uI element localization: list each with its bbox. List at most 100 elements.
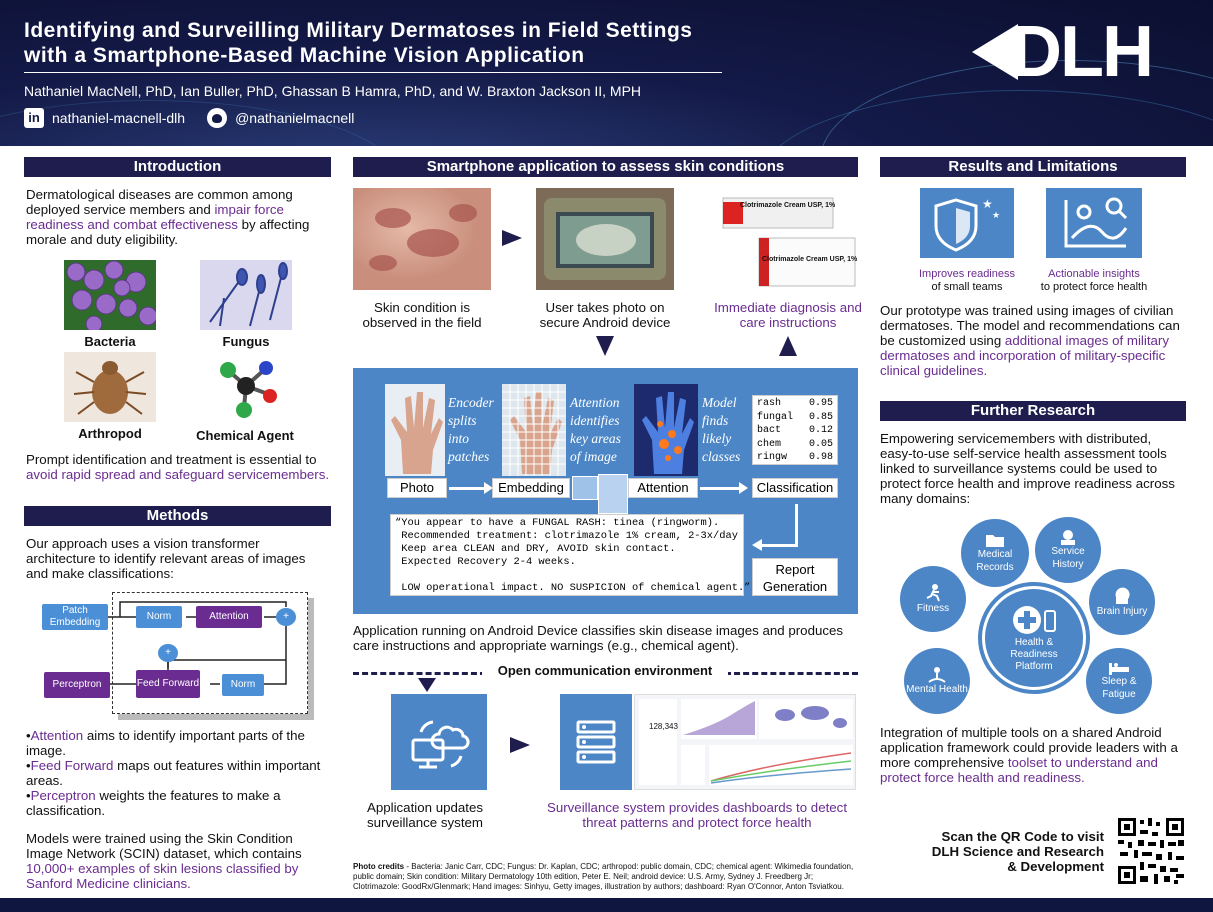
arrow-left-icon bbox=[752, 539, 762, 551]
dlh-logo: DLH bbox=[972, 12, 1196, 92]
running-caption: Application running on Android Device cl… bbox=[353, 623, 844, 653]
classification-step: Classification bbox=[752, 478, 838, 498]
attention-text: Attention identifies key areas of image bbox=[570, 395, 621, 464]
fungus-image bbox=[200, 260, 292, 330]
report-line bbox=[395, 569, 739, 582]
embedding-step: Embedding bbox=[492, 478, 570, 498]
bacteria-label: Bacteria bbox=[84, 334, 136, 349]
cream-label-1: Clotrimazole Cream USP, 1% bbox=[740, 202, 836, 209]
authors: Nathaniel MacNell, PhD, Ian Buller, PhD,… bbox=[24, 83, 642, 99]
skin-condition-image bbox=[353, 188, 491, 290]
intro-paragraph-2: Prompt identification and treatment is e… bbox=[26, 452, 330, 482]
arrow-right-icon bbox=[510, 737, 530, 753]
step-arrow-icon bbox=[700, 482, 748, 494]
node-label: Medical Records bbox=[976, 549, 1014, 573]
intro-heading: Introduction bbox=[24, 157, 331, 177]
bullet-feed-forward: •Feed Forward maps out features within i… bbox=[26, 758, 321, 788]
node-service-history: Service History bbox=[1035, 517, 1101, 583]
further-heading: Further Research bbox=[880, 401, 1186, 421]
bacteria-image bbox=[64, 260, 156, 330]
attention-step: Attention bbox=[628, 478, 698, 498]
further-paragraph-2: Integration of multiple tools on a share… bbox=[880, 725, 1178, 785]
add-node-1: + bbox=[276, 608, 296, 626]
node-sleep-fatigue: Sleep & Fatigue bbox=[1086, 648, 1152, 714]
insights-tile bbox=[1046, 188, 1142, 258]
logo-triangle-icon bbox=[972, 24, 1018, 80]
logo-text: DLH bbox=[1010, 12, 1154, 92]
node-fitness: Fitness bbox=[900, 566, 966, 632]
model-text: Model finds likely classes bbox=[702, 395, 741, 464]
soldier-icon bbox=[1061, 530, 1075, 545]
methods-paragraph-1: Our approach uses a vision transformer a… bbox=[26, 536, 306, 581]
dashboard-image: 128,343 bbox=[634, 694, 856, 790]
arrow-down-icon bbox=[418, 678, 436, 692]
caption-diagnosis: Immediate diagnosis and care instruction… bbox=[714, 300, 862, 330]
node-label: Mental Health bbox=[906, 683, 968, 695]
dashboard-graphic bbox=[639, 699, 853, 785]
report-generation-step: Report Generation bbox=[752, 558, 838, 596]
arrow-down-icon bbox=[596, 336, 614, 356]
meditation-icon bbox=[928, 666, 946, 683]
node-label: Sleep & Fatigue bbox=[1101, 676, 1137, 700]
intro-paragraph-1: Dermatological diseases are common among… bbox=[26, 187, 310, 247]
health-platform-node: Health & Readiness Platform bbox=[985, 589, 1083, 687]
qr-caption: Scan the QR Code to visit DLH Science an… bbox=[931, 829, 1104, 874]
svg-text:★: ★ bbox=[992, 211, 1000, 221]
node-label: Fitness bbox=[916, 602, 950, 614]
results-paragraph: Our prototype was trained using images o… bbox=[880, 303, 1180, 378]
embedding-patches-image bbox=[502, 384, 566, 476]
node-label: Service History bbox=[1051, 546, 1085, 570]
arrow-right-icon bbox=[502, 230, 522, 246]
poster-title: Identifying and Surveilling Military Der… bbox=[24, 19, 693, 67]
step-arrow-icon bbox=[449, 482, 493, 494]
bed-icon bbox=[1109, 663, 1129, 675]
social-links: in nathaniel-macnell-dlh @nathanielmacne… bbox=[24, 108, 354, 128]
readiness-tile: ★ ★ bbox=[920, 188, 1014, 258]
node-mental-health: Mental Health bbox=[904, 648, 970, 714]
stack-block bbox=[572, 476, 598, 500]
center-heading: Smartphone application to assess skin co… bbox=[353, 157, 858, 177]
chemical-agent-image bbox=[220, 361, 277, 418]
linkedin-handle[interactable]: nathaniel-macnell-dlh bbox=[52, 110, 186, 126]
folder-icon bbox=[986, 535, 1004, 547]
norm-box-1: Norm bbox=[136, 606, 182, 628]
android-device-image bbox=[536, 188, 674, 290]
health-platform-label: Health & Readiness Platform bbox=[1010, 637, 1058, 672]
stack-block bbox=[598, 474, 628, 514]
caption-dashboards: Surveillance system provides dashboards … bbox=[546, 800, 848, 830]
medical-phone-icon bbox=[1013, 606, 1056, 634]
cream-label-2: Clotrimazole Cream USP, 1% bbox=[762, 256, 858, 263]
node-medical-records: Medical Records bbox=[961, 519, 1029, 587]
feed-forward-box: Feed Forward bbox=[136, 670, 200, 698]
report-line: “You appear to have a FUNGAL RASH: tinea… bbox=[395, 517, 720, 529]
report-connector bbox=[795, 504, 798, 546]
caption-skin: Skin condition is observed in the field bbox=[362, 300, 482, 330]
attention-map-image bbox=[634, 384, 698, 476]
bullet-perceptron: •Perceptron weights the features to make… bbox=[26, 788, 281, 818]
github-handle[interactable]: @nathanielmacnell bbox=[235, 110, 355, 126]
svg-text:★: ★ bbox=[982, 197, 993, 211]
arrow-up-icon bbox=[779, 336, 797, 356]
insights-chart-icon bbox=[1064, 197, 1128, 248]
further-paragraph-1: Empowering servicemembers with distribut… bbox=[880, 431, 1175, 506]
arthropod-image bbox=[64, 352, 156, 422]
node-brain-injury: Brain Injury bbox=[1089, 569, 1155, 635]
encoder-text: Encoder splits into patches bbox=[448, 395, 494, 464]
brain-head-icon bbox=[1115, 587, 1130, 604]
fungus-label: Fungus bbox=[222, 334, 270, 349]
arthropod-label: Arthropod bbox=[78, 426, 142, 441]
open-env-label: Open communication environment bbox=[482, 663, 728, 678]
perceptron-box: Perceptron bbox=[44, 672, 110, 698]
norm-box-2: Norm bbox=[222, 674, 264, 696]
cloud-computer-icon bbox=[411, 720, 470, 769]
chemical-agent-label: Chemical Agent bbox=[196, 428, 294, 443]
qr-code[interactable] bbox=[1116, 816, 1186, 886]
cream-image bbox=[719, 188, 857, 290]
server-tile bbox=[560, 694, 632, 790]
